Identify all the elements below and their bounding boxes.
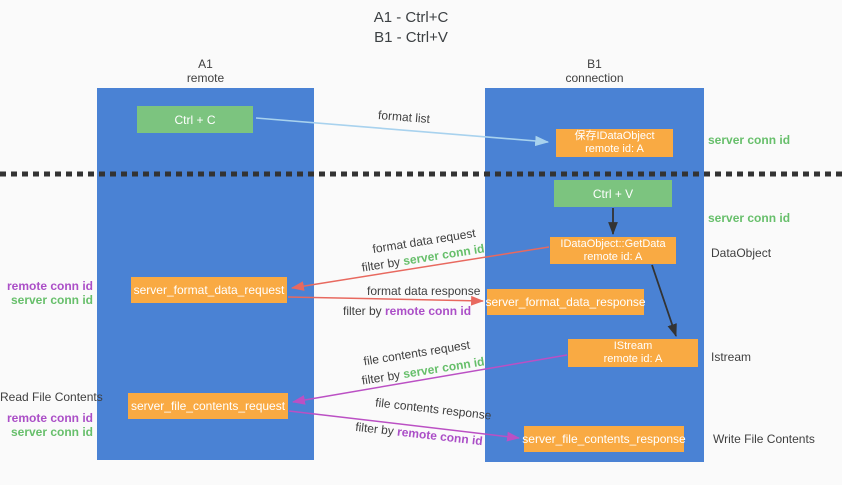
label-format-list: format list bbox=[377, 107, 431, 127]
node-idataobject-getdata-line2: remote id: A bbox=[583, 250, 643, 263]
label-filter-by-remote-conn-id-1: filter by remote conn id bbox=[343, 304, 471, 318]
node-ctrl-v: Ctrl + V bbox=[554, 180, 672, 207]
node-server-format-data-response: server_format_data_response bbox=[485, 289, 646, 315]
filter-by-text: filter by bbox=[360, 367, 405, 388]
remote-conn-id-text: remote conn id bbox=[396, 424, 484, 449]
lifeline-a1-header: A1 remote bbox=[97, 57, 314, 85]
filter-by-text: filter by bbox=[354, 419, 398, 439]
node-idataobject-getdata: IDataObject::GetData remote id: A bbox=[550, 237, 676, 264]
label-right-server-conn-id-2: server conn id bbox=[708, 211, 791, 225]
remote-conn-id-text: remote conn id bbox=[385, 304, 472, 318]
node-server-file-contents-response: server_file_contents_response bbox=[522, 426, 686, 452]
lifeline-a1-role: remote bbox=[186, 71, 225, 85]
node-istream-line2: remote id: A bbox=[603, 353, 663, 365]
label-istream: Istream bbox=[711, 350, 752, 364]
node-save-idataobject-line1: 保存IDataObject bbox=[574, 130, 655, 142]
node-ctrl-c-label: Ctrl + C bbox=[174, 112, 216, 127]
title-line-a1: A1 - Ctrl+C bbox=[373, 9, 449, 26]
title-line-b1: B1 - Ctrl+V bbox=[374, 29, 448, 46]
filter-by-text: filter by bbox=[343, 304, 386, 318]
label-format-data-response: format data response bbox=[367, 284, 481, 298]
label-read-file-contents: Read File Contents bbox=[0, 390, 103, 404]
filter-by-text: filter by bbox=[360, 254, 405, 275]
label-left-server-conn-id-1: server conn id bbox=[10, 293, 93, 307]
node-server-format-data-request: server_format_data_request bbox=[131, 277, 287, 303]
lifeline-b1-role: connection bbox=[565, 71, 624, 85]
node-ctrl-v-label: Ctrl + V bbox=[592, 186, 634, 201]
node-istream-line1: IStream bbox=[613, 340, 653, 352]
diagram-title: A1 - Ctrl+C B1 - Ctrl+V bbox=[0, 8, 822, 48]
node-ctrl-c: Ctrl + C bbox=[137, 106, 253, 133]
node-server-file-contents-request-label: server_file_contents_request bbox=[130, 398, 286, 413]
node-server-format-data-response-label: server_format_data_response bbox=[485, 294, 646, 309]
node-save-idataobject-line2: remote id: A bbox=[585, 143, 644, 155]
node-idataobject-getdata-line1: IDataObject::GetData bbox=[560, 237, 666, 250]
label-dataobject: DataObject bbox=[711, 246, 772, 260]
lifeline-b1-name: B1 bbox=[587, 57, 602, 71]
label-filter-by-remote-conn-id-2: filter by remote conn id bbox=[355, 420, 484, 448]
label-left-remote-conn-id-2: remote conn id bbox=[6, 411, 93, 425]
node-istream: IStream remote id: A bbox=[568, 339, 698, 367]
node-server-file-contents-request: server_file_contents_request bbox=[128, 393, 288, 419]
node-server-format-data-request-label: server_format_data_request bbox=[133, 282, 285, 297]
lifeline-b1-header: B1 connection bbox=[485, 57, 704, 85]
label-left-server-conn-id-2: server conn id bbox=[10, 425, 93, 439]
node-server-file-contents-response-label: server_file_contents_response bbox=[522, 431, 686, 446]
label-right-server-conn-id-1: server conn id bbox=[708, 133, 791, 147]
label-write-file-contents: Write File Contents bbox=[713, 432, 815, 446]
node-save-idataobject: 保存IDataObject remote id: A bbox=[556, 129, 673, 157]
label-left-remote-conn-id-1: remote conn id bbox=[6, 279, 93, 293]
label-file-contents-response: file contents response bbox=[374, 395, 493, 423]
lifeline-a1-name: A1 bbox=[198, 57, 213, 71]
